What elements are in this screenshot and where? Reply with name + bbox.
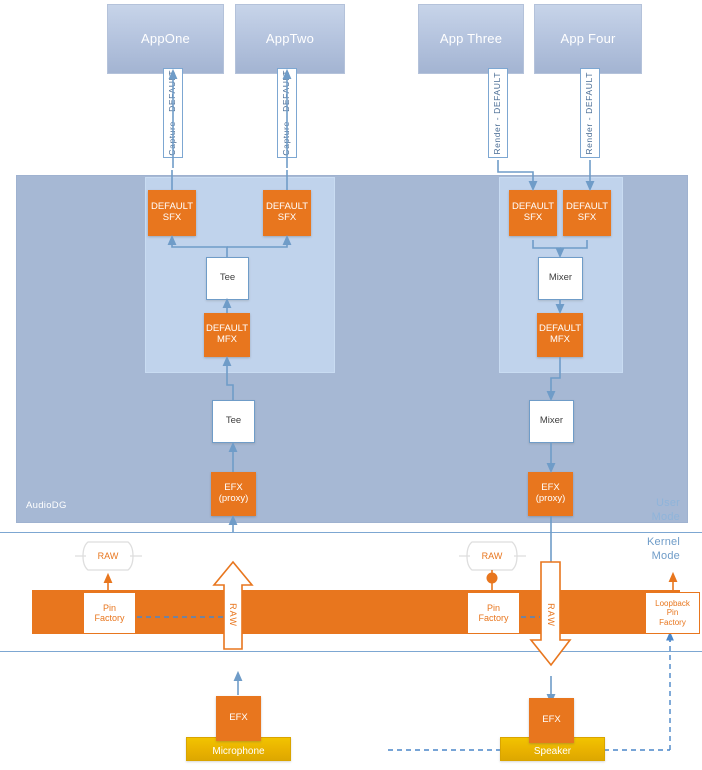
box-line1: EFX [224,482,243,494]
app-box-apptwo[interactable]: AppTwo [235,4,345,74]
box-line1: DEFAULT [538,323,582,335]
box-line1: DEFAULT [265,201,309,213]
box-label: Mixer [539,415,564,427]
microphone-label: Microphone [212,745,265,757]
pin-factory-render[interactable]: Pin Factory [467,592,520,634]
box-line2: SFX [277,212,297,223]
app-box-appthree[interactable]: App Three [418,4,524,74]
kernel-hardware-divider [0,651,702,652]
render-default-sfx-left[interactable]: DEFAULT SFX [509,190,557,236]
box-line1: EFX [541,482,560,494]
kernel-mode-label: Kernel Mode [588,536,680,564]
capture-default-mfx[interactable]: DEFAULT MFX [204,313,250,357]
box-line2: SFX [523,212,543,223]
capture-tee-outer[interactable]: Tee [212,400,255,443]
box-line2: MFX [549,334,571,345]
stream-label-appfour: Render - DEFAULT [580,68,600,158]
speaker-label: Speaker [533,745,572,757]
box-line1: DEFAULT [511,201,555,213]
capture-efx-proxy[interactable]: EFX (proxy) [211,472,256,516]
capture-default-sfx-right[interactable]: DEFAULT SFX [263,190,311,236]
box-line2: SFX [577,212,597,223]
box-line2: (proxy) [218,493,249,504]
raw-badge-render: RAW [467,542,517,570]
raw-badge-capture: RAW [83,542,133,570]
capture-default-sfx-left[interactable]: DEFAULT SFX [148,190,196,236]
audiodg-label: AudioDG [26,500,67,511]
box-line2: Pin [666,608,679,618]
raw-arrow-render-label: RAW [545,603,556,627]
box-line2: SFX [162,212,182,223]
user-mode-line2: Mode [651,510,680,523]
kernel-mode-line1: Kernel [647,536,680,548]
box-label: Tee [225,415,242,427]
pin-factory-capture[interactable]: Pin Factory [83,592,136,634]
box-line2: Factory [94,613,125,623]
app-box-label: App Three [439,30,503,46]
app-box-label: AppOne [141,30,190,46]
stream-label-text: Capture - DEFAULT [281,70,292,156]
box-line1: Loopback [655,599,690,609]
box-label: EFX [229,712,248,724]
render-default-sfx-right[interactable]: DEFAULT SFX [563,190,611,236]
user-kernel-divider [0,532,702,533]
box-line1: DEFAULT [205,323,249,335]
kernel-mode-line2: Mode [651,549,680,562]
raw-badge-label: RAW [481,550,503,561]
capture-tee-inner[interactable]: Tee [206,257,249,300]
box-label: EFX [542,714,561,726]
box-line3: Factory [659,617,686,627]
render-mixer-inner[interactable]: Mixer [538,257,583,300]
box-label: Tee [219,272,236,284]
raw-badge-label: RAW [97,550,119,561]
app-box-label: App Four [560,30,616,46]
microphone-efx[interactable]: EFX [216,696,261,741]
stream-label-text: Capture - DEFAULT [167,70,178,156]
raw-arrow-render: RAW [541,590,560,640]
app-box-appfour[interactable]: App Four [534,4,642,74]
user-mode-label: User Mode [588,497,680,525]
stream-label-appthree: Render - DEFAULT [488,68,508,158]
kernel-streaming-bar [32,590,680,634]
box-line1: DEFAULT [565,201,609,213]
render-default-mfx[interactable]: DEFAULT MFX [537,313,583,357]
raw-arrow-capture-label: RAW [228,603,238,627]
stream-label-apptwo: Capture - DEFAULT [277,68,297,158]
box-line2: Factory [478,613,509,623]
box-line2: MFX [216,334,238,345]
user-mode-line1: User [655,497,680,509]
box-line1: Pin [102,602,116,613]
app-box-label: AppTwo [265,30,315,46]
render-efx-proxy[interactable]: EFX (proxy) [528,472,573,516]
render-mixer-outer[interactable]: Mixer [529,400,574,443]
box-line1: Pin [486,602,500,613]
stream-label-appone: Capture - DEFAULT [163,68,183,158]
stream-label-text: Render - DEFAULT [584,71,595,155]
box-line2: (proxy) [535,493,566,504]
speaker-efx[interactable]: EFX [529,698,574,743]
box-label: Mixer [548,272,573,284]
app-box-appone[interactable]: AppOne [107,4,224,74]
stream-label-text: Render - DEFAULT [492,71,503,155]
loopback-pin-factory[interactable]: Loopback Pin Factory [645,592,700,634]
box-line1: DEFAULT [150,201,194,213]
raw-arrow-capture: RAW [224,590,242,640]
